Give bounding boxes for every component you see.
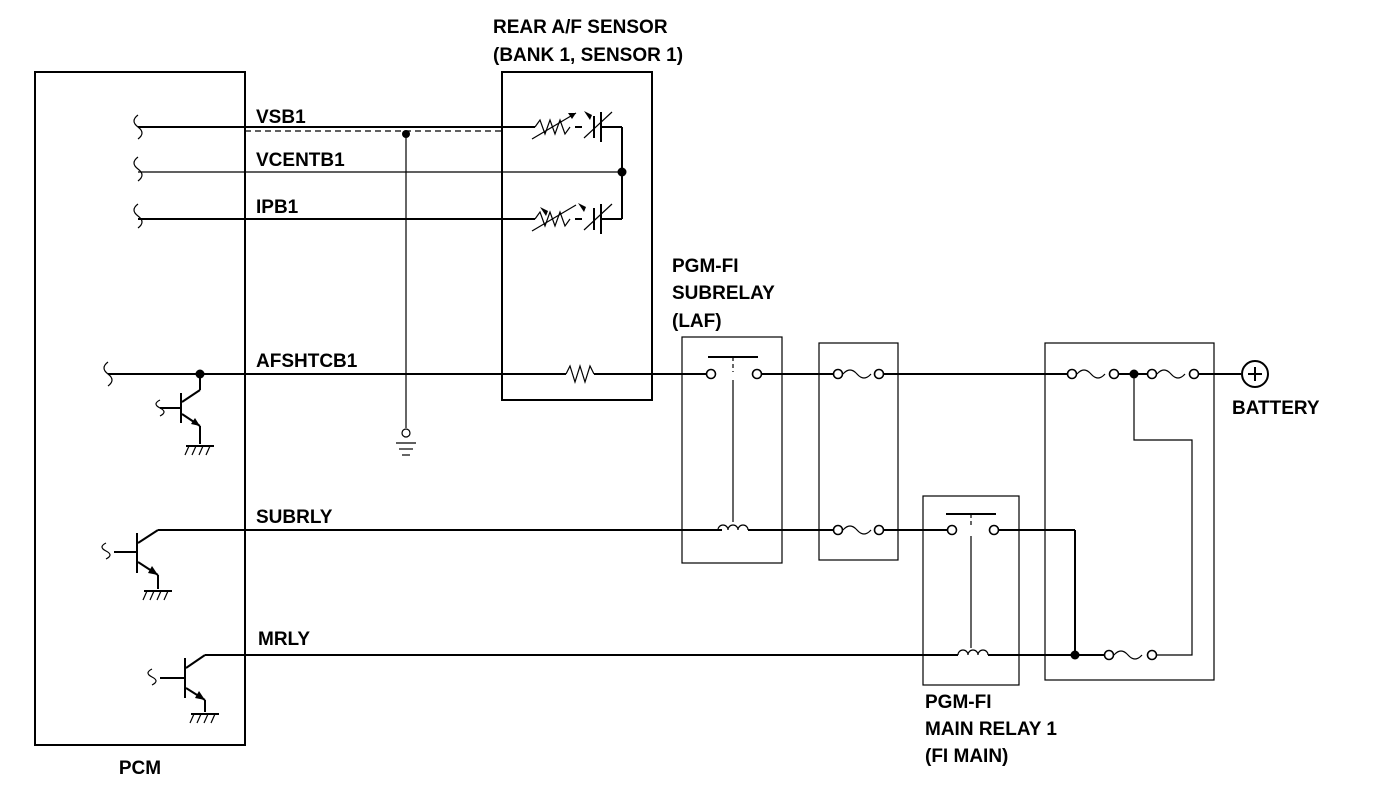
variable-resistor-icon (531, 112, 577, 140)
pcm-connector-tails (103, 114, 143, 387)
wire-ipb1: IPB1 (138, 197, 535, 220)
ground-icon (189, 713, 219, 724)
rear-af-sensor: REAR A/F SENSOR (BANK 1, SENSOR 1) (493, 17, 683, 401)
wire-label-afshtcb1: AFSHTCB1 (256, 351, 358, 372)
transistor-icon (147, 654, 219, 724)
fuse-icon (1103, 649, 1158, 661)
transistor-icon (101, 529, 172, 601)
relay-switch-icon (705, 356, 763, 522)
pcm-box: PCM (34, 71, 246, 779)
battery: BATTERY (1199, 360, 1320, 419)
fuse-box-middle (818, 342, 899, 561)
wire-mrly: MRLY (205, 629, 958, 656)
ground-icon (396, 442, 416, 456)
sensor-label-line2: (BANK 1, SENSOR 1) (493, 45, 683, 66)
fuse-icon (1146, 368, 1200, 380)
relay-coil-icon (717, 524, 757, 531)
subrelay-label-line3: (LAF) (672, 311, 722, 332)
relay-coil-icon (957, 649, 989, 656)
sensor-internals (531, 111, 623, 385)
wire-label-vcentb1: VCENTB1 (256, 150, 345, 171)
subrelay-label-line2: SUBRELAY (672, 283, 775, 304)
ground-icon (142, 590, 172, 601)
wire-label-vsb1: VSB1 (256, 107, 306, 128)
wire-label-subrly: SUBRLY (256, 507, 333, 528)
subrelay-label-line1: PGM-FI (672, 256, 739, 277)
battery-label: BATTERY (1232, 398, 1320, 419)
battery-icon (1241, 360, 1269, 388)
pgm-fi-subrelay: PGM-FI SUBRELAY (LAF) (672, 256, 783, 564)
wire-label-ipb1: IPB1 (256, 197, 299, 218)
pcm-label: PCM (119, 758, 161, 779)
shield-ground (396, 134, 416, 456)
wire-afshtcb1: AFSHTCB1 (108, 351, 707, 379)
pgm-fi-main-relay-1: PGM-FI MAIN RELAY 1 (FI MAIN) (922, 495, 1057, 767)
fuse-icon (832, 524, 885, 536)
wire-vcentb1: VCENTB1 (138, 150, 627, 177)
relay-switch-icon (946, 513, 1000, 648)
fuse-icon (1066, 368, 1120, 380)
resistor-icon (565, 363, 595, 385)
junction-dot (1070, 650, 1080, 660)
ground-icon (184, 445, 214, 456)
mainrelay-label-line2: MAIN RELAY 1 (925, 719, 1057, 740)
mainrelay-label-line1: PGM-FI (925, 692, 992, 713)
mainrelay-label-line3: (FI MAIN) (925, 746, 1008, 767)
wire-subrly: SUBRLY (158, 507, 722, 531)
transistor-icon (155, 374, 214, 456)
wire-label-mrly: MRLY (258, 629, 310, 650)
variable-resistor-icon (531, 204, 577, 232)
sensor-label-line1: REAR A/F SENSOR (493, 17, 668, 38)
fuse-icon (832, 368, 885, 380)
fuse-box-right (1044, 342, 1215, 681)
wire-vsb1: VSB1 (138, 107, 535, 138)
